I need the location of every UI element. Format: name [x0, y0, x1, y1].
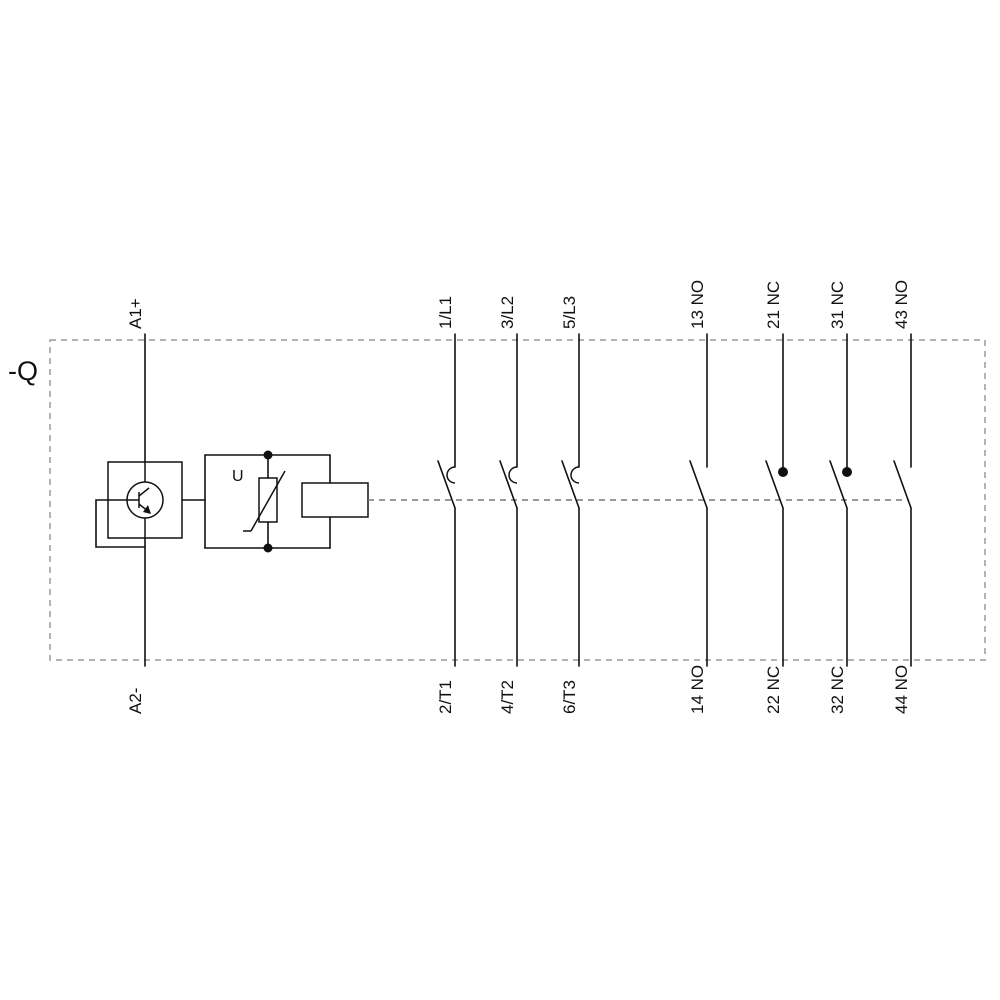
varistor-label: U: [232, 468, 244, 485]
terminal-label-bottom: 32 NC: [828, 666, 847, 714]
terminal-label-a2: A2-: [126, 688, 145, 714]
terminal-label-top: 3/L2: [498, 296, 517, 329]
pole-l1: 1/L1 2/T1: [436, 296, 456, 714]
terminal-label-top: 43 NO: [892, 280, 911, 329]
moving-contact: [689, 460, 708, 509]
moving-contact: [765, 460, 784, 509]
transistor-emitter-arrow: [143, 505, 151, 514]
terminal-label-top: 1/L1: [436, 296, 455, 329]
pole-13no: 13 NO 14 NO: [688, 280, 708, 714]
pole-43no: 43 NO 44 NO: [892, 280, 912, 714]
terminal-label-bottom: 44 NO: [892, 665, 911, 714]
terminal-label-a1: A1+: [126, 298, 145, 329]
pole-21nc: 21 NC 22 NC: [764, 281, 788, 714]
pole-l2: 3/L2 4/T2: [498, 296, 518, 714]
terminal-label-top: 5/L3: [560, 296, 579, 329]
suppressor-loop: U: [181, 450, 331, 553]
nc-contact-dot: [842, 467, 852, 477]
moving-contact: [561, 460, 580, 509]
junction-dot-bottom: [263, 543, 273, 553]
moving-contact: [829, 460, 848, 509]
device-label: -Q: [8, 356, 38, 386]
transistor-icon: [108, 462, 164, 538]
pole-31nc: 31 NC 32 NC: [828, 281, 852, 714]
terminal-label-bottom: 6/T3: [560, 680, 579, 714]
terminal-label-top: 31 NC: [828, 281, 847, 329]
terminal-label-top: 13 NO: [688, 280, 707, 329]
coil-circuit: A1+ A2-: [95, 298, 369, 714]
terminal-label-top: 21 NC: [764, 281, 783, 329]
main-contact-arc: [570, 466, 580, 484]
base-return-wire: [95, 499, 146, 548]
moving-contact: [893, 460, 912, 509]
terminal-label-bottom: 22 NC: [764, 666, 783, 714]
varistor-icon: [243, 450, 286, 553]
coil-icon: [301, 482, 369, 518]
transistor-collector: [138, 487, 150, 497]
pole-l3: 5/L3 6/T3: [560, 296, 580, 714]
junction-dot-top: [263, 450, 273, 460]
moving-contact: [437, 460, 456, 509]
varistor-body: [258, 477, 278, 523]
terminal-label-bottom: 14 NO: [688, 665, 707, 714]
main-contact-arc: [446, 466, 456, 484]
nc-contact-dot: [778, 467, 788, 477]
terminal-label-bottom: 2/T1: [436, 680, 455, 714]
terminal-label-bottom: 4/T2: [498, 680, 517, 714]
varistor-slash: [250, 470, 286, 532]
main-contact-arc: [508, 466, 518, 484]
moving-contact: [499, 460, 518, 509]
